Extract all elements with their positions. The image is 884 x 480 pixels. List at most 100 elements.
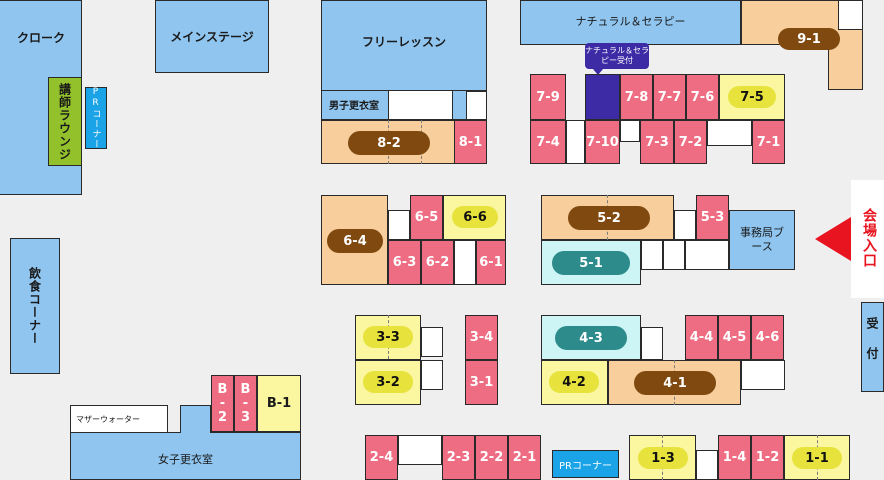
booth-7-4[interactable] xyxy=(530,120,566,164)
booth-2-3[interactable] xyxy=(442,435,475,480)
booth-7-gap xyxy=(620,120,640,142)
booth-5-gap-3 xyxy=(663,240,685,270)
booth-1-2-label: 1-2 xyxy=(755,450,780,465)
main-stage-label: メインステージ xyxy=(170,30,254,44)
booth-B-2[interactable] xyxy=(211,375,234,432)
booth-7-3[interactable] xyxy=(640,120,674,164)
reception-label: 受付 xyxy=(865,317,879,377)
natural-reception-desk[interactable] xyxy=(585,74,620,120)
office-booth[interactable] xyxy=(729,210,795,270)
booth-7-aisle xyxy=(566,120,585,164)
booth-7-8-label: 7-8 xyxy=(624,89,649,105)
lecturer-lounge-label: 講師ラウンジ xyxy=(57,82,72,161)
booth-7-2-label: 7-2 xyxy=(678,134,703,150)
main-stage[interactable] xyxy=(155,0,269,73)
booth-2-gap xyxy=(398,435,442,465)
booth-7-1-label: 7-1 xyxy=(756,134,781,150)
booth-1-2[interactable] xyxy=(751,435,784,480)
natural-reception-pointer xyxy=(593,69,603,75)
booth-2-3-label: 2-3 xyxy=(446,450,471,465)
booth-2-4-label: 2-4 xyxy=(369,450,394,465)
booth-7-10[interactable] xyxy=(585,120,620,164)
entrance-arrow-icon xyxy=(815,217,851,261)
booth-4-1-label: 4-1 xyxy=(634,371,716,395)
booth-6-1[interactable] xyxy=(476,240,506,285)
lecturer-lounge[interactable] xyxy=(48,77,82,166)
pr-corner-label: PRコーナー xyxy=(559,460,612,472)
mother-water-label: マザーウォーター xyxy=(76,414,140,424)
free-lesson-label: フリーレッスン xyxy=(361,34,446,49)
booth-5-gap-2 xyxy=(641,240,663,270)
booth-1-3-label: 1-3 xyxy=(638,447,688,469)
booth-3-1[interactable] xyxy=(465,360,498,405)
booth-6-6-label: 6-6 xyxy=(452,206,498,228)
booth-8-1[interactable] xyxy=(454,120,487,164)
booth-2-1-label: 2-1 xyxy=(512,450,537,465)
womens-locker-label: 女子更衣室 xyxy=(158,453,213,466)
booth-4-gap-2 xyxy=(741,360,785,390)
booth-7-5-label: 7-5 xyxy=(728,86,776,108)
booth-6-gap-2 xyxy=(454,240,476,285)
booth-7-10-label: 7-10 xyxy=(586,134,619,150)
booth-B-1[interactable] xyxy=(257,375,301,432)
booth-5-gap xyxy=(674,210,696,240)
booth-7-1[interactable] xyxy=(752,120,785,164)
booth-7-8[interactable] xyxy=(620,74,653,120)
booth-3-4-label: 3-4 xyxy=(469,330,494,345)
pr-corner[interactable] xyxy=(552,450,619,478)
booth-5-3[interactable] xyxy=(696,195,729,240)
booth-2-2[interactable] xyxy=(475,435,508,480)
booth-6-2-label: 6-2 xyxy=(425,255,450,270)
eating-corner[interactable] xyxy=(10,238,60,374)
booth-7-9[interactable] xyxy=(530,74,566,120)
booth-2-1[interactable] xyxy=(508,435,541,480)
booth-4-4-label: 4-4 xyxy=(689,330,714,345)
booth-7-6[interactable] xyxy=(686,74,719,120)
booth-1-4[interactable] xyxy=(718,435,751,480)
booth-6-1-label: 6-1 xyxy=(479,255,503,270)
booth-3-4[interactable] xyxy=(465,315,498,360)
booth-4-4[interactable] xyxy=(685,315,718,360)
booth-3-3-label: 3-3 xyxy=(363,326,413,348)
entrance-label: 会場入口 xyxy=(861,207,877,268)
pr-corner-vertical[interactable] xyxy=(85,87,107,149)
booth-4-6[interactable] xyxy=(751,315,784,360)
booth-1-gap xyxy=(696,450,718,480)
booth-5-1-label: 5-1 xyxy=(552,251,630,275)
natural-reception-badge xyxy=(585,43,649,69)
booth-7-7-label: 7-7 xyxy=(657,89,682,105)
booth-4-6-label: 4-6 xyxy=(755,330,780,345)
booth-2-2-label: 2-2 xyxy=(479,450,504,465)
booth-7-4-label: 7-4 xyxy=(536,134,560,150)
booth-5-3-label: 5-3 xyxy=(700,210,725,225)
natural-therapy-room[interactable] xyxy=(520,0,741,45)
entrance-panel xyxy=(851,180,884,298)
booth-6-5[interactable] xyxy=(410,195,443,240)
booth-4-5[interactable] xyxy=(718,315,751,360)
booth-6-3-label: 6-3 xyxy=(392,255,417,270)
booth-B-2-label: B-2 xyxy=(217,381,228,425)
booth-6-5-label: 6-5 xyxy=(414,210,439,225)
mens-locker-door xyxy=(466,91,487,120)
booth-B-3[interactable] xyxy=(234,375,257,432)
booth-6-2[interactable] xyxy=(421,240,454,285)
booth-6-3[interactable] xyxy=(388,240,421,285)
mother-water-stand[interactable] xyxy=(70,405,168,433)
booth-7-2[interactable] xyxy=(674,120,707,164)
booth-6-4-label: 6-4 xyxy=(327,229,383,253)
booth-4-3-label: 4-3 xyxy=(555,326,627,350)
booth-B-1-label: B-1 xyxy=(266,396,292,411)
booth-7-7[interactable] xyxy=(653,74,686,120)
booth-8-1-label: 8-1 xyxy=(458,134,483,150)
booth-9-1-notch xyxy=(838,0,863,30)
booth-5-2-label: 5-2 xyxy=(568,206,650,230)
booth-2-4[interactable] xyxy=(365,435,398,480)
free-lesson-room[interactable] xyxy=(321,0,487,91)
booth-6-gap xyxy=(388,210,410,240)
booth-7-gap-2 xyxy=(707,120,752,146)
booth-5-gap-4 xyxy=(685,240,729,270)
office-booth-label: 事務局ブース xyxy=(740,226,784,253)
booth-3-2-label: 3-2 xyxy=(363,371,413,393)
booth-3-1-label: 3-1 xyxy=(469,375,494,390)
